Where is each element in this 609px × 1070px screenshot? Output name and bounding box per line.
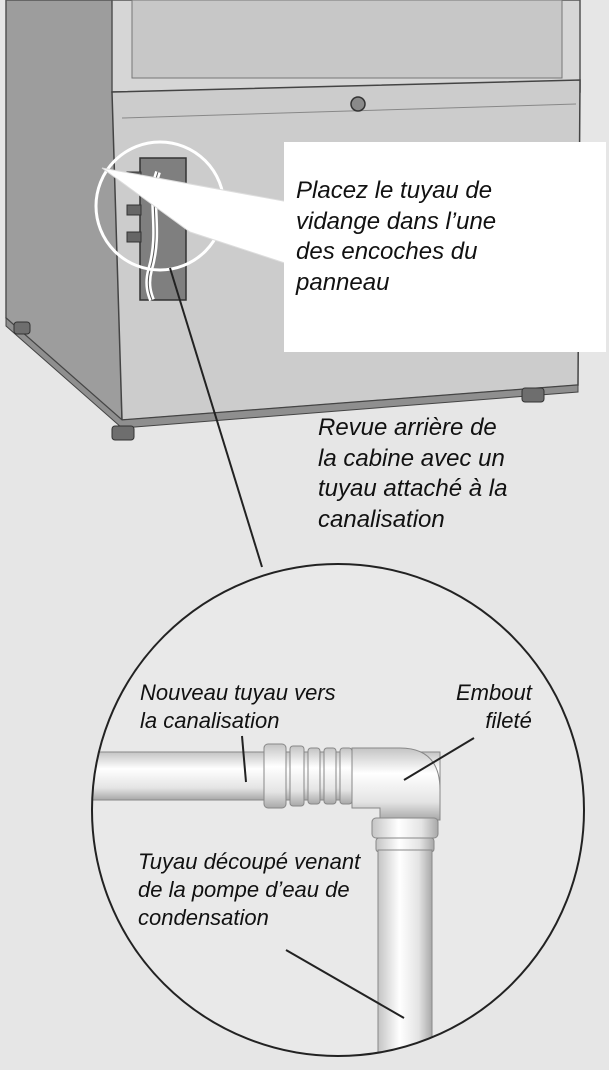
label-line: Embout [456, 680, 532, 705]
callout-line: des encoches du [296, 238, 478, 265]
label-line: Tuyau découpé venant [138, 849, 361, 874]
detail-view [91, 563, 585, 1057]
rear-view-caption: Revue arrière de la cabine avec un tuyau… [318, 413, 507, 535]
threaded-fitting-label: Embout fileté [456, 679, 532, 735]
cabinet-side-panel [5, 0, 123, 422]
cut-pipe-label: Tuyau découpé venant de la pompe d’eau d… [138, 848, 360, 932]
detail-leader-line [169, 267, 263, 568]
new-pipe-label: Nouveau tuyau vers la canalisation [140, 679, 336, 735]
detail-circle-border [91, 563, 585, 1057]
cut-pipe-vertical [377, 849, 433, 1056]
callout-box [284, 142, 606, 352]
label-line: de la pompe d’eau de [138, 877, 350, 902]
callout-line: panneau [296, 268, 390, 296]
label-line: Nouveau tuyau vers [140, 680, 336, 705]
cabinet-foot-left [111, 425, 135, 441]
panel-screw [350, 96, 366, 112]
drain-notch-instruction: Placez le tuyau de vidange dans l’une de… [296, 176, 496, 298]
cut-pipe-leader [285, 949, 405, 1019]
callout-line: Placez le tuyau de [296, 177, 493, 204]
detail-circle-fill [92, 564, 584, 1056]
fitting-leader [403, 737, 475, 781]
label-line: fileté [485, 708, 532, 733]
caption-line: canalisation [318, 505, 445, 533]
caption-line: tuyau attaché à la [318, 475, 508, 502]
cabinet-inner-frame [131, 0, 563, 79]
label-line: condensation [138, 905, 269, 930]
callout-line: vidange dans l’une [296, 207, 497, 235]
cabinet-foot-right [521, 387, 545, 403]
caption-line: Revue arrière de [318, 414, 497, 441]
label-line: la canalisation [140, 708, 280, 733]
new-pipe-leader [241, 735, 247, 783]
caption-line: la cabine avec un [318, 444, 505, 472]
cabinet-foot-back [13, 321, 31, 335]
